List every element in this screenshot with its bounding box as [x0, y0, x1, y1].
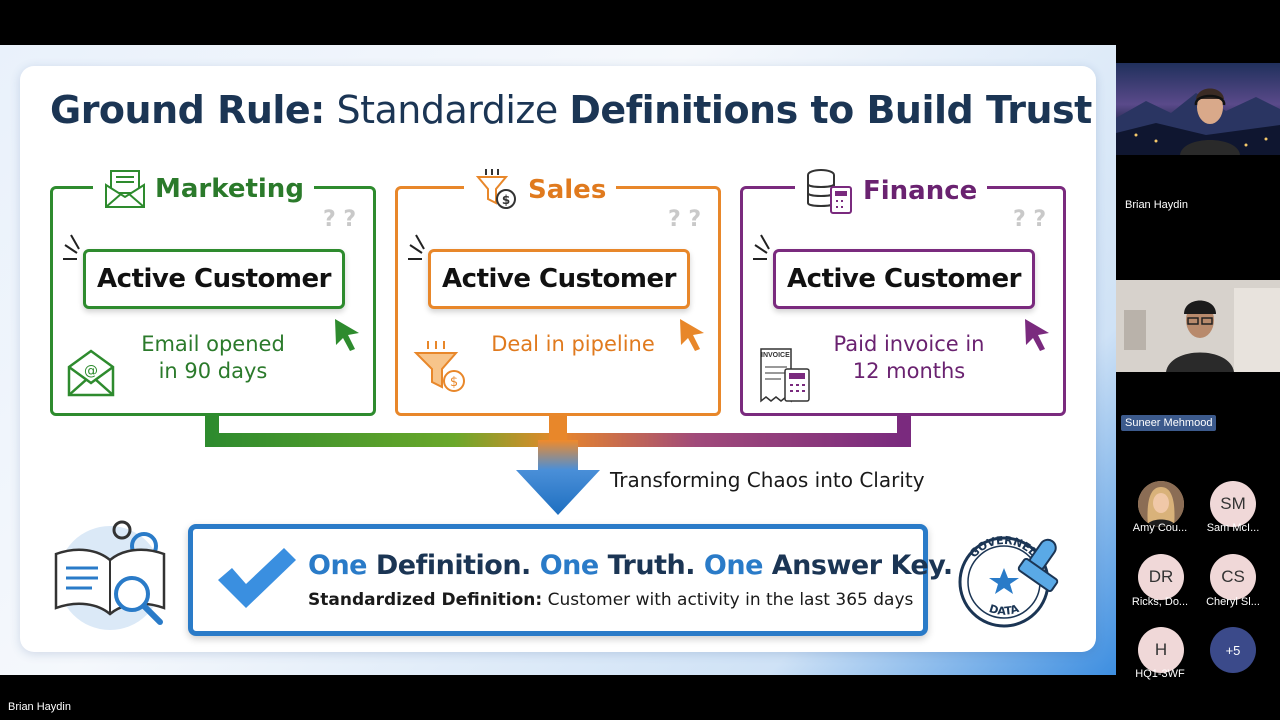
marketing-header: Marketing	[93, 167, 314, 211]
sales-definition: Deal in pipeline	[468, 331, 678, 358]
title-part-2: Standardize	[324, 88, 570, 132]
finance-title: Finance	[863, 176, 978, 206]
title-part-1: Ground Rule:	[50, 88, 325, 132]
svg-text:$: $	[450, 375, 458, 390]
finance-panel: Finance ? ? Active Customer INVOICE Paid…	[740, 167, 1066, 416]
answer-box	[188, 524, 928, 636]
standardized-text: Customer with activity in the last 365 d…	[542, 590, 914, 610]
video-feed-suneer	[1116, 280, 1280, 372]
finance-definition: Paid invoice in 12 months	[819, 331, 999, 385]
sales-term: Active Customer	[428, 249, 690, 309]
database-calculator-icon	[807, 169, 852, 214]
connector-lines	[205, 416, 911, 515]
cursor-icon	[680, 319, 704, 351]
avatar-name-sm: Sam McI...	[1206, 522, 1260, 534]
avatar-name-dr: Ricks, Do...	[1131, 596, 1189, 608]
standardized-label: Standardized Definition:	[308, 590, 543, 610]
finance-header: Finance	[795, 167, 988, 215]
avatar-photo-amy	[1138, 481, 1184, 527]
avatar-name-h: HQ1-3WF	[1135, 668, 1185, 680]
answer-definition: Definition.	[367, 550, 540, 581]
sales-header: $ Sales	[464, 167, 617, 213]
marketing-term: Active Customer	[83, 249, 345, 309]
finance-definition-line2: 12 months	[852, 359, 966, 383]
more-participants-button[interactable]: +5	[1210, 627, 1256, 673]
video2-name-badge: Suneer Mehmood	[1121, 415, 1217, 431]
spark-icon	[63, 234, 80, 260]
flow-arrow	[516, 440, 600, 515]
avatar-h[interactable]: H	[1138, 627, 1184, 673]
spark-icon	[408, 234, 425, 260]
marketing-panel: Marketing ? ? Active Customer @ Email op…	[50, 167, 376, 416]
avatar-name-cs: Cheryl Sl...	[1206, 596, 1260, 608]
finance-definition-line1: Paid invoice in	[833, 332, 985, 356]
avatar-cs[interactable]: CS	[1210, 554, 1256, 600]
marketing-definition-line2: in 90 days	[158, 359, 268, 383]
email-at-icon: @	[67, 349, 115, 397]
standardized-definition: Standardized Definition: Customer with a…	[308, 590, 913, 610]
answer-key: Answer Key.	[762, 550, 953, 581]
marketing-definition-line1: Email opened	[141, 332, 285, 356]
envelope-letter-icon	[105, 170, 145, 208]
avatar-dr[interactable]: DR	[1138, 554, 1184, 600]
sales-panel: $ Sales ? ? Active Customer $ Deal in pi…	[395, 167, 721, 416]
avatar-sm[interactable]: SM	[1210, 481, 1256, 527]
title-part-3: Definitions to Build Trust	[569, 88, 1092, 132]
svg-text:@: @	[84, 363, 98, 379]
spark-icon	[753, 234, 770, 260]
invoice-icon: INVOICE	[757, 347, 813, 403]
checkmark-icon	[218, 548, 296, 608]
cursor-icon	[335, 319, 359, 351]
governed-data-stamp-icon: GOVERNED DATA	[958, 534, 1059, 628]
presenter-label: Brian Haydin	[8, 701, 71, 713]
video-tile-brian[interactable]	[1116, 63, 1280, 155]
slide-title: Ground Rule: Standardize Definitions to …	[50, 88, 1092, 132]
finance-term: Active Customer	[773, 249, 1035, 309]
invoice-label: INVOICE	[761, 352, 790, 359]
question-marks: ? ?	[1013, 207, 1047, 232]
avatar-name-amy: Amy Cou...	[1132, 522, 1188, 534]
marketing-title: Marketing	[155, 174, 304, 204]
answer-headline: One Definition. One Truth. One Answer Ke…	[308, 550, 953, 581]
sales-title: Sales	[528, 175, 607, 205]
answer-one-3: One	[703, 550, 764, 581]
question-marks: ? ?	[323, 207, 357, 232]
video-feed-brian	[1116, 88, 1280, 155]
book-gear-magnifier-icon	[54, 520, 166, 630]
video-tile-suneer[interactable]	[1116, 280, 1280, 372]
funnel-coin-icon: $	[475, 169, 516, 209]
answer-truth: Truth.	[598, 550, 704, 581]
funnel-coin-icon: $	[413, 341, 465, 392]
invoice-graphic	[760, 348, 810, 403]
video1-name: Brian Haydin	[1125, 199, 1188, 211]
avatar-amy[interactable]	[1138, 481, 1184, 527]
cursor-icon	[1025, 319, 1049, 351]
answer-one-2: One	[539, 550, 600, 581]
sales-definition-line1: Deal in pipeline	[491, 332, 655, 356]
answer-one-1: One	[308, 550, 368, 581]
svg-text:$: $	[502, 193, 510, 207]
stamp-bottom-text: DATA	[987, 602, 1021, 618]
question-marks: ? ?	[668, 207, 702, 232]
flow-caption: Transforming Chaos into Clarity	[610, 468, 925, 492]
marketing-definition: Email opened in 90 days	[123, 331, 303, 385]
